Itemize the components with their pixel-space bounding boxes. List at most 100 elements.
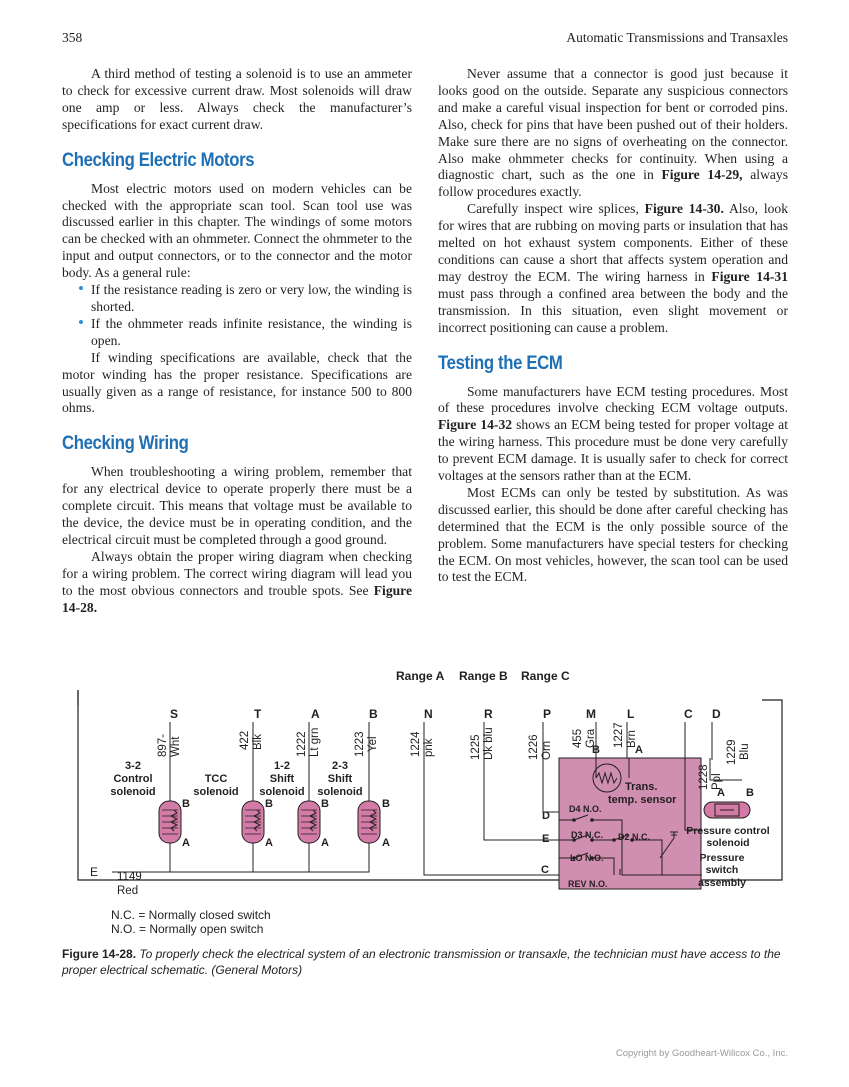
switch-d2: D2 N.C. <box>618 832 650 842</box>
wire-1228-number: 1228 <box>698 764 710 790</box>
terminal-b: B <box>265 798 273 810</box>
figure-reference: Figure 14-31 <box>711 268 788 284</box>
pin-b: B <box>369 707 378 721</box>
wire-1222-color: Lt grn <box>309 728 321 757</box>
wire-455-color: Gra <box>585 728 597 748</box>
pcs-terminal-a: A <box>717 787 725 799</box>
sensor-terminal-b: B <box>592 744 600 756</box>
psa-label-line3: assembly <box>698 877 746 889</box>
terminal-b: B <box>382 798 390 810</box>
range-c-label: Range C <box>521 669 570 683</box>
pin-d: D <box>712 707 721 721</box>
switch-rev: REV N.O. <box>568 879 608 889</box>
wire-1225-number: 1225 <box>470 734 482 760</box>
wire-1224-number: 1224 <box>410 731 422 757</box>
pin-a: A <box>311 707 320 721</box>
pcs-label-line2: solenoid <box>706 837 749 849</box>
paragraph-motors: Most electric motors used on modern vehi… <box>62 180 412 281</box>
switch-pin-d: D <box>542 810 550 822</box>
wire-1223-color: Yel <box>367 736 379 752</box>
paragraph-wiring-diagram: Always obtain the proper wiring diagram … <box>62 549 412 617</box>
solenoid-tcc-line3: solenoid <box>193 786 238 798</box>
solenoid-tcc-icon <box>241 800 265 844</box>
switch-d3: D3 N.C. <box>571 830 603 840</box>
paragraph-ecm-substitution: Most ECMs can only be tested by substitu… <box>438 484 788 585</box>
switch-pin-c: C <box>541 864 549 876</box>
wire-1228-color: Ppl <box>711 773 723 790</box>
figure-caption: Figure 14-28. To properly check the elec… <box>62 946 790 978</box>
paragraph-connectors: Never assume that a connector is good ju… <box>438 66 788 201</box>
solenoid-2-3-icon <box>357 800 381 844</box>
bullet-list: If the resistance reading is zero or ver… <box>62 281 412 350</box>
wire-1223-number: 1223 <box>354 731 366 757</box>
pin-m: M <box>586 707 596 721</box>
pin-t: T <box>254 707 262 721</box>
copyright-notice: Copyright by Goodheart-Willcox Co., Inc. <box>615 1048 788 1059</box>
terminal-a: A <box>382 837 390 849</box>
figure-reference: Figure 14-32 <box>438 417 513 433</box>
pin-l: L <box>627 707 634 721</box>
solenoid-3-2-line3: solenoid <box>110 786 155 798</box>
wire-422-number: 422 <box>239 731 251 750</box>
ground-wire-color: Red <box>117 885 138 897</box>
heading-testing-ecm: Testing the ECM <box>438 352 563 374</box>
pcs-terminal-b: B <box>746 787 754 799</box>
heading-checking-wiring: Checking Wiring <box>62 433 189 455</box>
wiring-diagram-text: Always obtain the proper wiring diagram … <box>62 548 412 598</box>
page-number: 358 <box>62 30 83 45</box>
splices-text-mid: Also, look for wires that are rubbing on… <box>438 201 789 284</box>
wire-1229-color: Blu <box>739 743 751 760</box>
pin-s: S <box>170 707 178 721</box>
switch-box <box>558 757 702 890</box>
pressure-control-solenoid-icon <box>703 801 751 819</box>
solenoid-1-2-line1: 1-2 <box>274 760 290 772</box>
terminal-a: A <box>321 837 329 849</box>
pin-p: P <box>543 707 551 721</box>
pin-r: R <box>484 707 493 721</box>
wire-897-color: Wht <box>170 736 182 757</box>
caption-label: Figure 14-28. <box>62 947 137 961</box>
solenoid-3-2-icon <box>158 800 182 844</box>
range-b-label: Range B <box>459 669 508 683</box>
paragraph-wiring-circuit: When troubleshooting a wiring problem, r… <box>62 464 412 547</box>
wire-1224-color: pnk <box>423 738 435 757</box>
paragraph-ecm-procedures: Some manufacturers have ECM testing proc… <box>438 384 788 485</box>
paragraph-specifications: If winding specifications are available,… <box>62 349 412 416</box>
pin-n: N <box>424 707 433 721</box>
splices-text-end: must pass through a confined area betwee… <box>438 285 788 335</box>
wire-422-color: Blk <box>252 734 264 750</box>
heading-checking-electric-motors: Checking Electric Motors <box>62 149 255 171</box>
wire-1227-color: Brn <box>626 730 638 748</box>
solenoid-3-2-line1: 3-2 <box>125 760 141 772</box>
bullet-shorted: If the resistance reading is zero or ver… <box>78 281 412 316</box>
sensor-terminal-a: A <box>635 744 643 756</box>
temp-sensor-icon <box>592 763 622 793</box>
range-a-label: Range A <box>396 669 445 683</box>
wire-1225-color: Dk blu <box>483 727 495 760</box>
sensor-label-line2: temp. sensor <box>608 794 677 806</box>
left-column: A third method of testing a solenoid is … <box>62 66 412 616</box>
solenoid-2-3-line2: Shift <box>328 773 353 785</box>
figure-reference: Figure 14-29, <box>661 167 743 183</box>
solenoid-1-2-line3: solenoid <box>259 786 304 798</box>
legend-normally-closed: N.C. = Normally closed switch <box>111 908 271 922</box>
figure-reference: Figure 14-28. <box>62 582 412 615</box>
connectors-text: Never assume that a connector is good ju… <box>438 66 788 183</box>
caption-text: To properly check the electrical system … <box>62 947 781 977</box>
wire-897-number: 897- <box>157 734 169 757</box>
wiring-schematic: Range A Range B Range C S T A B N R P M … <box>62 660 792 950</box>
solenoid-1-2-icon <box>297 800 321 844</box>
wire-455-number: 455 <box>572 729 584 748</box>
wire-1226-color: Orn <box>541 741 553 760</box>
wire-1229-number: 1229 <box>726 739 738 765</box>
connectors-text-end: always follow procedures exactly. <box>438 167 789 200</box>
figure-reference: Figure 14-30. <box>644 201 724 217</box>
solenoid-2-3-line3: solenoid <box>317 786 362 798</box>
bullet-open: If the ohmmeter reads infinite resistanc… <box>78 315 412 350</box>
right-column: Never assume that a connector is good ju… <box>438 66 788 586</box>
wire-1222-number: 1222 <box>296 731 308 757</box>
pin-c: C <box>684 707 693 721</box>
legend-normally-open: N.O. = Normally open switch <box>111 922 264 936</box>
splices-text: Carefully inspect wire splices, <box>467 201 645 217</box>
pcs-label-line1: Pressure control <box>686 825 770 837</box>
